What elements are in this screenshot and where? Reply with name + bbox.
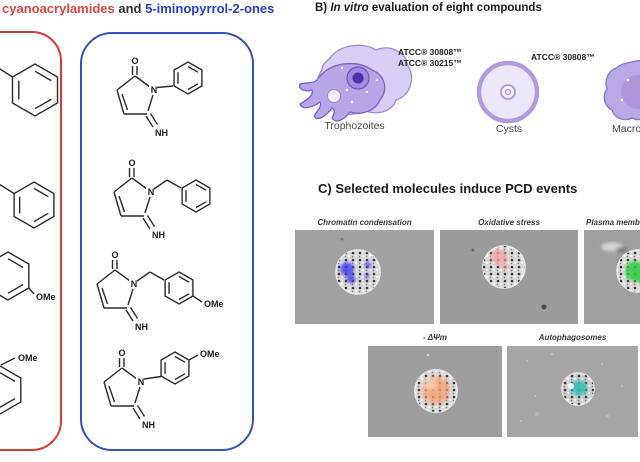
cyanoacrylamide-structure-3: OMe — [0, 251, 56, 302]
micrograph-chromatin-condensation — [295, 230, 434, 324]
autophagosomes-label: Autophagosomes — [538, 333, 607, 342]
title-and: and — [114, 1, 146, 16]
red-fluorescence — [501, 263, 509, 271]
carbonyl-o-label: O — [111, 250, 118, 260]
title-compound-classes: cyanoacrylamides and 5-iminopyrrol-2-one… — [2, 1, 274, 16]
section-b-rest: evaluation of eight compounds — [368, 2, 542, 14]
section-c-heading: C) Selected molecules induce PCD events — [318, 181, 578, 196]
micrograph-oxidative-stress — [440, 230, 578, 324]
atcc-30808: ATCC® 30808™ — [398, 47, 462, 57]
cysts-label: Cysts — [495, 123, 523, 135]
micrograph-autophagosomes — [507, 346, 638, 437]
trophozoite-atcc-labels: ATCC® 30808™ ATCC® 30215™ — [398, 47, 462, 69]
cyanoacrylamide-structure-1 — [0, 63, 59, 117]
carbonyl-o-label: O — [131, 56, 138, 66]
teal-fluorescence — [571, 380, 587, 396]
oxidative-stress-label: Oxidative stress — [478, 218, 540, 227]
orange-fluorescence — [424, 378, 436, 390]
carbonyl-o-label: O — [128, 158, 135, 168]
green-fluorescence — [637, 275, 640, 285]
trophozoite-illustration — [299, 44, 413, 122]
section-b-invitro: In vitro — [330, 2, 369, 14]
trophozoites-label: Trophozoites — [324, 120, 385, 132]
ome-label: OMe — [204, 299, 224, 309]
red-fluorescence — [491, 249, 507, 265]
green-fluorescence — [625, 261, 640, 281]
imine-nh-label: NH — [135, 322, 148, 332]
cyst-illustration — [476, 60, 540, 124]
blue-fluorescence — [340, 262, 354, 276]
title-iminopyrrolones: 5-iminopyrrol-2-ones — [145, 1, 275, 16]
blue-fluorescence — [364, 261, 372, 269]
ring-n-label: N — [148, 187, 155, 197]
iminopyrrolone-structure-2: O N NH — [113, 158, 211, 240]
iminopyrrolone-structure-4: O N NH OMe — [103, 348, 220, 430]
micrograph-mito-potential — [368, 346, 502, 437]
imine-nh-label: NH — [152, 230, 165, 240]
ome-label: OMe — [200, 349, 220, 359]
section-b-prefix: B) — [315, 2, 331, 14]
mito-potential-label: - ΔΨm — [423, 333, 447, 342]
iminopyrrolone-structure-1: O N NH — [116, 56, 203, 138]
ring-n-label: N — [138, 377, 145, 387]
ring-n-label: N — [131, 279, 138, 289]
cyanoacrylamide-structure-4: OMe — [0, 353, 38, 415]
plasma-membrane-label: Plasma memb — [586, 218, 640, 227]
iminopyrrolone-structure-3: O N NH OMe — [96, 250, 224, 332]
iminopyrrolones-box — [80, 32, 254, 451]
imine-nh-label: NH — [155, 128, 168, 138]
cyanoacrylamide-structure-2 — [0, 181, 55, 229]
micrograph-plasma-membrane — [584, 230, 640, 324]
imine-nh-label: NH — [142, 420, 155, 430]
ome-label: OMe — [36, 292, 56, 302]
title-cyanoacrylamides: cyanoacrylamides — [2, 1, 115, 16]
atcc-30215: ATCC® 30215™ — [398, 58, 462, 68]
cyst-atcc-label: ATCC® 30808™ — [531, 52, 595, 62]
macrophages-label: Macro — [612, 123, 640, 135]
cyanoacrylamides-box — [0, 31, 62, 451]
section-b-heading: B) In vitro evaluation of eight compound… — [315, 2, 542, 14]
chromatin-condensation-label: Chromatin condensation — [317, 218, 412, 227]
carbonyl-o-label: O — [118, 348, 125, 358]
macrophage-illustration — [603, 59, 640, 121]
ring-n-label: N — [151, 85, 158, 95]
blue-fluorescence — [364, 273, 370, 279]
ome-label: OMe — [18, 353, 38, 363]
blue-fluorescence — [346, 274, 356, 284]
